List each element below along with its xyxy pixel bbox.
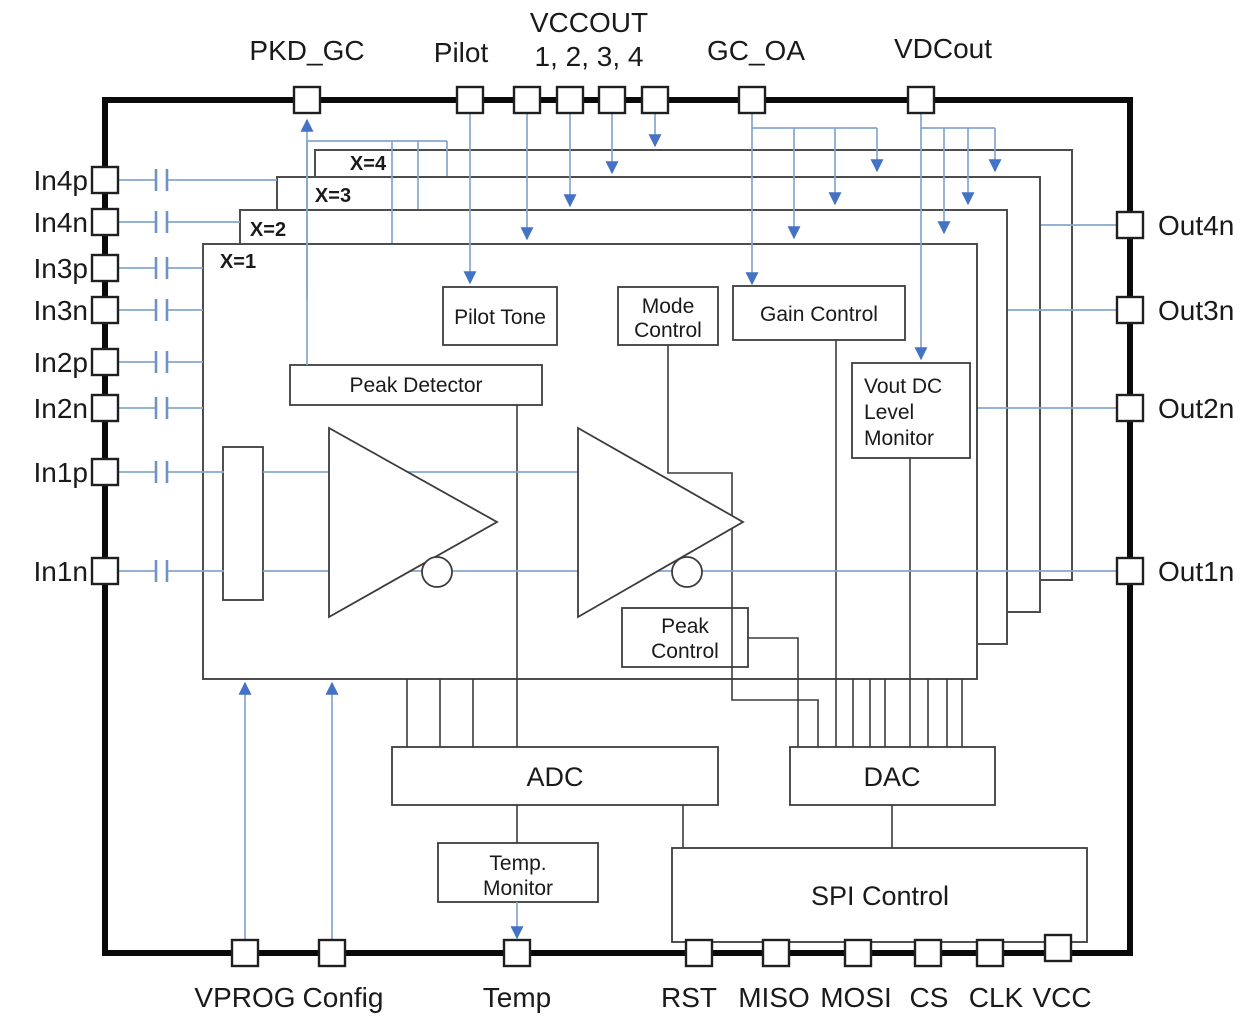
label-temp-monitor-line1: Temp. — [489, 852, 546, 875]
pin-miso — [761, 938, 791, 968]
label-gain-control: Gain Control — [760, 303, 878, 326]
pin-label-mosi: MOSI — [820, 982, 892, 1013]
pin-out4n — [1115, 210, 1145, 240]
pin-pilot — [455, 85, 485, 115]
label-peak-control-line2: Control — [651, 640, 719, 663]
block-gain-control — [732, 285, 906, 341]
label-vout-dc-line3: Monitor — [864, 427, 934, 450]
pin-label-vccout: VCCOUT — [530, 7, 648, 38]
pin-out2n — [1115, 393, 1145, 423]
channel-label-x1: X=1 — [220, 251, 256, 273]
pin-vdcout — [906, 85, 936, 115]
pin-in4p — [90, 165, 120, 195]
pin-label-config: Config — [303, 982, 384, 1013]
pin-in1p — [90, 457, 120, 487]
pin-label-cs: CS — [910, 982, 949, 1013]
pin-label-in4n: In4n — [34, 207, 89, 238]
coupling-capacitor-icons — [154, 169, 169, 582]
label-mode-control-line1: Mode — [642, 295, 695, 318]
label-spi-control: SPI Control — [811, 881, 949, 911]
pkd-gc-bus — [306, 140, 448, 365]
pin-label-vcc: VCC — [1032, 982, 1091, 1013]
pin-vccout3 — [597, 85, 627, 115]
pin-config — [317, 938, 347, 968]
amplifier1-icon — [328, 426, 499, 619]
amplifier1-inverting-bubble-icon — [421, 556, 453, 588]
pin-label-in4p: In4p — [34, 165, 89, 196]
channel-label-x2: X=2 — [250, 219, 286, 241]
label-mode-control-line2: Control — [634, 319, 702, 342]
pin-mosi — [843, 938, 873, 968]
pin-label-in2p: In2p — [34, 347, 89, 378]
pin-clk — [975, 938, 1005, 968]
label-vout-dc-line2: Level — [864, 401, 914, 424]
channel-label-x4: X=4 — [350, 153, 387, 175]
pin-label-vdcout: VDCout — [894, 33, 992, 64]
label-temp-monitor-line2: Monitor — [483, 877, 553, 900]
pin-vccout2 — [555, 85, 585, 115]
pin-in2p — [90, 347, 120, 377]
block-pilot-tone — [442, 286, 558, 346]
pin-label-out4n: Out4n — [1158, 210, 1234, 241]
pin-label-clk: CLK — [969, 982, 1024, 1013]
pin-rst — [684, 938, 714, 968]
pin-pkd-gc — [292, 85, 322, 115]
pin-vprog — [230, 938, 260, 968]
pin-label-in1n: In1n — [34, 556, 89, 587]
pin-label-in3p: In3p — [34, 253, 89, 284]
pin-label-in2n: In2n — [34, 393, 89, 424]
label-dac: DAC — [863, 762, 920, 792]
input-stage-block — [222, 446, 264, 601]
pin-label-in3n: In3n — [34, 295, 89, 326]
block-spi-control — [671, 847, 1088, 943]
pin-label-temp: Temp — [483, 982, 551, 1013]
block-adc — [391, 746, 719, 806]
pin-label-out1n: Out1n — [1158, 556, 1234, 587]
label-pilot-tone: Pilot Tone — [454, 306, 546, 329]
pin-in1n — [90, 556, 120, 586]
block-temp-monitor — [437, 842, 599, 903]
channel-label-x3: X=3 — [315, 185, 351, 207]
label-vout-dc-line1: Vout DC — [864, 375, 942, 398]
label-peak-control-line1: Peak — [661, 615, 709, 638]
control-routing-lines — [406, 340, 963, 848]
pin-out3n — [1115, 295, 1145, 325]
amplifier2-inverting-bubble-icon — [671, 556, 703, 588]
label-adc: ADC — [526, 762, 583, 792]
pin-label-vccout-numbers: 1, 2, 3, 4 — [535, 41, 644, 72]
pin-out1n — [1115, 556, 1145, 586]
pin-label-rst: RST — [661, 982, 717, 1013]
pin-in3p — [90, 253, 120, 283]
label-peak-detector: Peak Detector — [349, 374, 482, 397]
pin-in2n — [90, 393, 120, 423]
pin-in3n — [90, 295, 120, 325]
block-peak-detector — [289, 364, 543, 406]
amplifier2-icon — [577, 426, 745, 619]
pin-vccout1 — [512, 85, 542, 115]
pin-cs — [913, 938, 943, 968]
pin-temp — [502, 938, 532, 968]
pin-label-pkd-gc: PKD_GC — [249, 35, 364, 66]
pin-vccout4 — [640, 85, 670, 115]
pin-label-miso: MISO — [738, 982, 810, 1013]
pin-gc-oa — [737, 85, 767, 115]
pin-label-out2n: Out2n — [1158, 393, 1234, 424]
block-vout-dc-level-monitor — [851, 362, 971, 459]
pin-label-vprog: VPROG — [194, 982, 295, 1013]
pin-in4n — [90, 207, 120, 237]
pin-vcc — [1043, 933, 1073, 963]
pin-label-pilot: Pilot — [434, 37, 489, 68]
pin-label-gc-oa: GC_OA — [707, 35, 805, 66]
pin-label-out3n: Out3n — [1158, 295, 1234, 326]
pin-label-in1p: In1p — [34, 457, 89, 488]
input-signal-lines — [118, 179, 277, 572]
